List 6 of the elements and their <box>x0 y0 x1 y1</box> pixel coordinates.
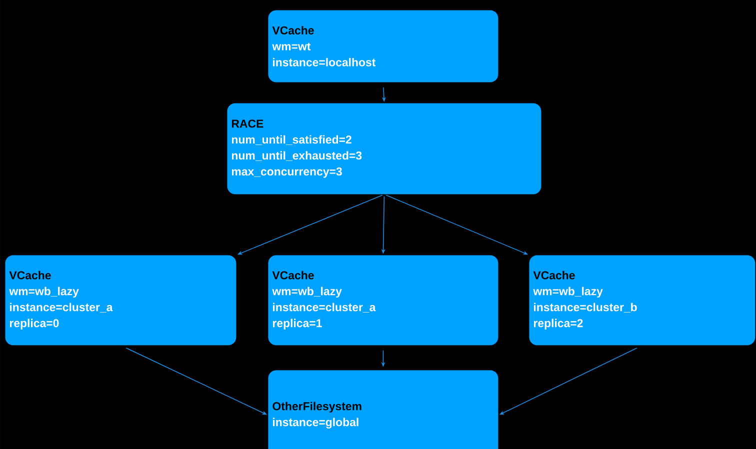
process-box: VCache wm=wb_lazy instance=cluster_a replica=0 <box>5 255 236 346</box>
process-box: OtherFilesystem instance=global <box>268 370 498 449</box>
process-box: VCache wm=wb_lazy instance=cluster_a replica=1 <box>268 255 498 346</box>
process-box: VCache wm=wt instance=localhost <box>268 10 498 82</box>
process-box: RACE num_until_satisfied=2 num_until_exhausted=3 max_concurrency=3 <box>227 103 542 194</box>
process-box: VCache wm=wb_lazy instance=cluster_b replica=2 <box>529 255 756 346</box>
